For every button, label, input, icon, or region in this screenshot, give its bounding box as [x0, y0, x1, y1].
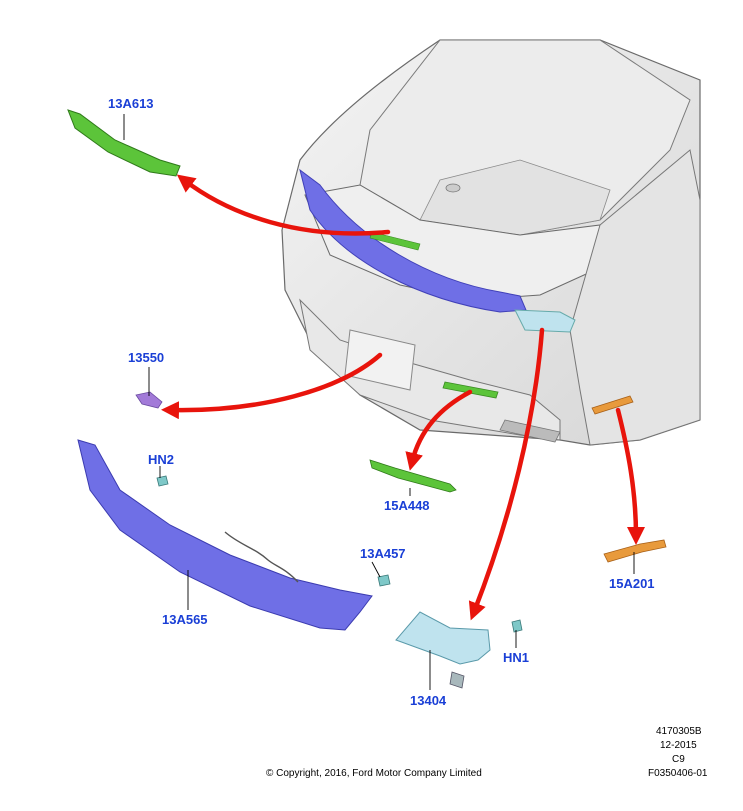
part-13404-connector	[449, 671, 465, 689]
label-13550: 13550	[128, 350, 164, 365]
part-13A613-shape	[67, 109, 181, 177]
leader-lines	[123, 114, 635, 690]
rear-lamp-highlight	[514, 309, 576, 333]
part-15A201-shape	[603, 539, 667, 563]
label-15A448: 15A448	[384, 498, 430, 513]
copyright-notice: © Copyright, 2016, Ford Motor Company Li…	[266, 768, 482, 779]
arrow-to-13404	[468, 327, 545, 621]
label-13A457: 13A457	[360, 546, 406, 561]
part-13A457-shape	[377, 574, 391, 587]
part-13550-shape	[135, 391, 163, 409]
label-13A613: 13A613	[108, 96, 154, 111]
label-13A565: 13A565	[162, 612, 208, 627]
arrow-to-15A448	[405, 389, 473, 471]
label-hn1: HN1	[503, 650, 529, 665]
arrow-to-13550	[161, 352, 383, 420]
part-13A565-wire	[224, 531, 299, 583]
label-13404: 13404	[410, 693, 447, 708]
part-13A565-shape	[77, 439, 373, 631]
label-hn2: HN2	[148, 452, 174, 467]
side-marker-highlight	[591, 395, 634, 415]
vehicle-rear-view	[281, 39, 701, 446]
hn1-socket-shape	[511, 619, 523, 633]
arrow-to-15A201	[615, 407, 645, 545]
revision-code: C9	[672, 754, 685, 765]
hn2-socket-shape	[156, 475, 169, 487]
arrow-to-13A613	[176, 174, 391, 236]
ref-number: 4170305B	[656, 726, 702, 737]
part-15A448-shape	[369, 459, 457, 493]
label-15A201: 15A201	[609, 576, 655, 591]
callout-arrows	[161, 174, 645, 621]
figure-id: F0350406-01	[648, 768, 708, 779]
part-13404-shape	[395, 611, 491, 665]
date-code: 12-2015	[660, 740, 697, 751]
brake-lamp-highlight	[369, 231, 421, 251]
